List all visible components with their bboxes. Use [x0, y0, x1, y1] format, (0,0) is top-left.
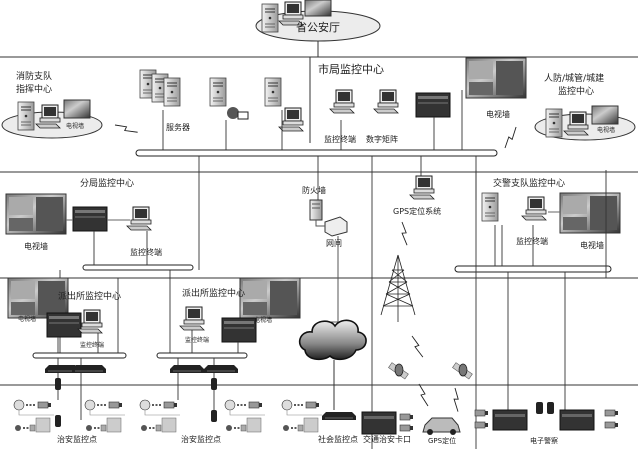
city-bus — [135, 90, 498, 449]
branch-tv-wall-label: 电视墙 — [24, 242, 48, 251]
station2-bus — [156, 352, 248, 359]
gps-system-pc — [409, 175, 435, 200]
civil-defense-node — [498, 105, 636, 149]
city-matrix-label: 数字矩阵 — [366, 135, 398, 144]
station1-tv-wall-label: 电视墙 — [18, 316, 37, 323]
traffic-tv-wall — [559, 192, 621, 234]
station2-terminal-label: 监控终端 — [185, 337, 210, 344]
branch-bus — [82, 264, 194, 271]
gps-car — [422, 417, 461, 435]
endpoint-public-security-2: 治安监控点 — [181, 435, 221, 444]
branch-tv-wall — [5, 193, 67, 235]
branch-rack — [72, 206, 108, 232]
endpoint-gps: GPS定位 — [428, 437, 457, 445]
civil-title-line2: 监控中心 — [558, 87, 595, 97]
endpoint-checkpoint: 交通治安卡口 — [363, 435, 411, 444]
endpoint-e-police: 电子警察 — [530, 437, 558, 445]
fire-title-line2: 指挥中心 — [16, 85, 53, 95]
edge-switch-2 — [71, 364, 107, 374]
checkpoint-dvr — [361, 411, 397, 435]
public-security-spot-2b — [225, 400, 265, 432]
servers-label: 服务器 — [166, 123, 190, 132]
satellite-1 — [388, 362, 409, 380]
traffic-tv-wall-label: 电视墙 — [580, 241, 604, 250]
branch-center-title: 分局监控中心 — [80, 179, 135, 189]
gateway-device — [324, 216, 348, 237]
station2-tv-wall — [239, 277, 301, 319]
station1-terminal-pc — [77, 309, 103, 334]
public-network-cloud — [298, 319, 367, 361]
traffic-bus — [454, 265, 612, 273]
provincial-dept-label: 省公安厅 — [296, 21, 340, 34]
city-tv-wall — [465, 57, 527, 99]
station2-rack — [221, 317, 257, 343]
civil-title-line1: 人防/城管/城建 — [544, 74, 605, 84]
endpoint-public-security-1: 治安监控点 — [57, 435, 97, 444]
provincial-dept-node — [255, 0, 381, 57]
public-security-spot-2a — [140, 400, 180, 432]
gateway-label: 网闸 — [326, 239, 342, 248]
public-security-spot-1b — [85, 400, 125, 432]
branch-terminal-label: 监控终端 — [130, 248, 162, 257]
civil-tv-wall-label: 电视墙 — [597, 127, 616, 134]
e-police-dvr-1 — [492, 409, 528, 431]
traffic-center-title: 交警支队监控中心 — [493, 179, 566, 189]
radio-tower — [380, 254, 416, 322]
station1-rack — [46, 312, 82, 338]
city-terminal-pc — [329, 89, 355, 114]
branch-terminal-pc — [126, 206, 152, 231]
station1-terminal-label: 监控终端 — [80, 342, 105, 349]
satellite-2 — [452, 362, 473, 380]
station1-bus — [32, 352, 127, 359]
edge-switch-3 — [169, 364, 205, 374]
fire-brigade-node — [1, 99, 139, 140]
traffic-server — [481, 192, 499, 222]
traffic-terminal-pc — [521, 196, 547, 221]
traffic-terminal-label: 监控终端 — [516, 237, 548, 246]
station2-tv-wall-label: 电视墙 — [254, 317, 273, 324]
station1-title: 派出所监控中心 — [58, 292, 122, 302]
fire-tv-wall-label: 电视墙 — [66, 123, 85, 130]
fire-title-line1: 消防支队 — [16, 72, 53, 82]
level-lines — [0, 56, 638, 386]
city-tv-wall-label: 电视墙 — [486, 110, 510, 119]
gps-system-label: GPS定位系统 — [393, 207, 442, 216]
social-switch — [321, 411, 357, 421]
firewall-label: 防火墙 — [302, 186, 326, 195]
station2-terminal-pc — [179, 306, 205, 331]
city-matrix-pc — [373, 89, 399, 114]
endpoint-social: 社会监控点 — [318, 435, 358, 444]
e-police-dvr-2 — [559, 409, 595, 431]
public-security-spot-1a — [14, 400, 54, 432]
edge-switch-4 — [203, 364, 239, 374]
servers-cluster — [139, 69, 304, 132]
station2-title: 派出所监控中心 — [182, 289, 246, 299]
city-matrix-rack — [415, 92, 451, 118]
city-center-title: 市局监控中心 — [318, 63, 384, 76]
city-terminal-label: 监控终端 — [324, 135, 356, 144]
firewall-device — [309, 199, 323, 221]
social-spot — [282, 400, 322, 432]
